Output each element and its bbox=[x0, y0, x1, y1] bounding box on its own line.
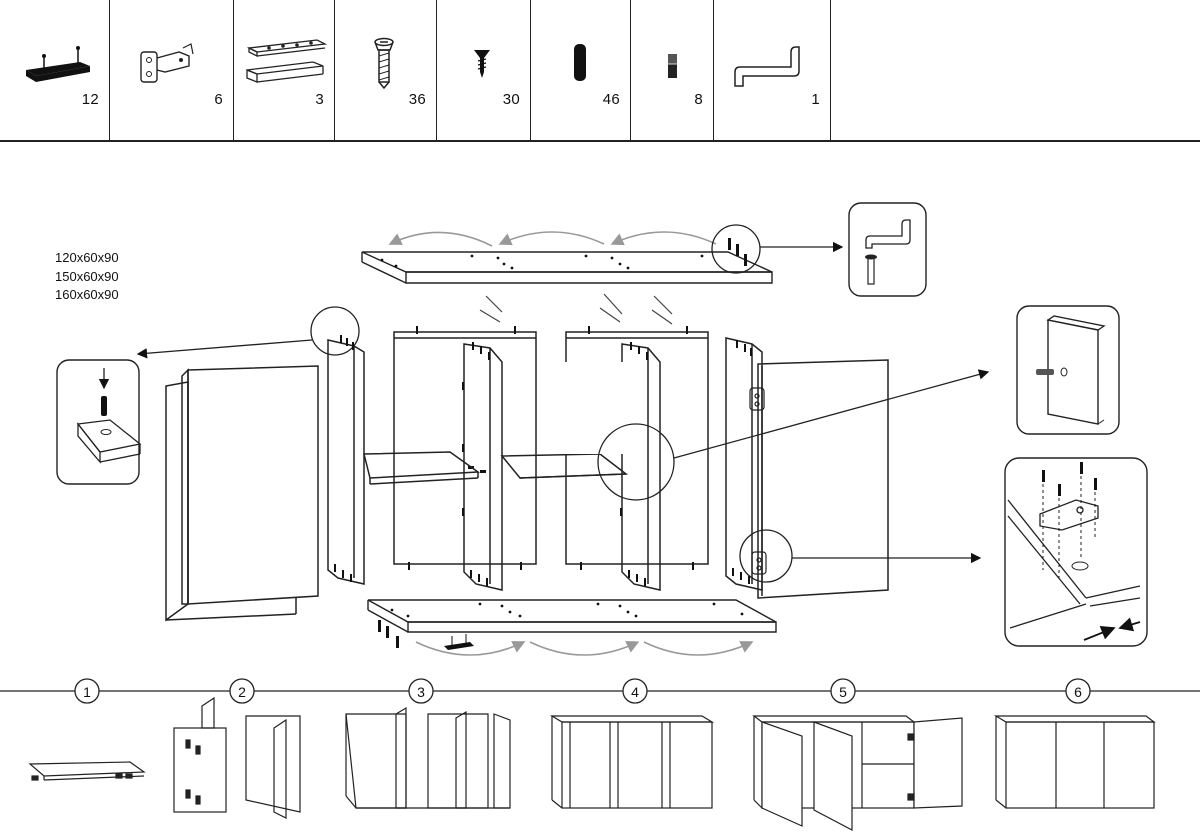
left-side-dowels bbox=[334, 335, 354, 582]
bottom-panel-arrows bbox=[415, 641, 754, 656]
detail-box-cam-bolt bbox=[1016, 305, 1120, 435]
wooden-dowel-icon bbox=[101, 396, 107, 416]
step-6-illustration bbox=[993, 715, 1156, 809]
screw-icon bbox=[867, 257, 875, 285]
step-4-illustration bbox=[549, 715, 715, 809]
long-screw-icon bbox=[374, 37, 394, 90]
top-panel-arrows bbox=[388, 231, 717, 247]
allen-key-icon bbox=[865, 219, 911, 249]
bottom-panel bbox=[367, 599, 777, 633]
size-variant: 120x60x90 bbox=[55, 250, 119, 265]
hardware-count: 46 bbox=[602, 91, 620, 108]
bottom-panel-holes bbox=[390, 602, 744, 618]
step-number: 4 bbox=[631, 684, 639, 700]
shelf-right bbox=[500, 453, 629, 479]
top-panel-holes bbox=[380, 254, 704, 270]
hardware-cell-dowel-plate: 12 bbox=[0, 0, 110, 140]
screw-icon bbox=[728, 238, 747, 266]
middle-partition-left bbox=[393, 331, 537, 591]
connector-bars bbox=[479, 293, 673, 325]
step-number: 5 bbox=[839, 684, 847, 700]
dowel-plate-icon bbox=[444, 634, 474, 650]
short-screw-icon bbox=[474, 50, 490, 78]
hinge-icon bbox=[749, 387, 767, 575]
hinge-icon bbox=[1039, 499, 1099, 531]
connector-bar-icon bbox=[246, 39, 328, 83]
detail-callout-dowel bbox=[310, 306, 360, 356]
back-panel bbox=[165, 365, 319, 622]
cam-bolt-icon bbox=[1036, 369, 1054, 375]
left-side-panel bbox=[327, 339, 365, 585]
detail-callout-hinge bbox=[739, 529, 793, 583]
cam-bolt-icon bbox=[668, 54, 677, 78]
size-variant: 150x60x90 bbox=[55, 268, 119, 284]
detail-callout-screw bbox=[711, 224, 761, 274]
step-1-illustration bbox=[28, 761, 146, 781]
strip-divider bbox=[0, 140, 1200, 142]
hardware-count: 3 bbox=[315, 91, 324, 108]
door-panel bbox=[757, 359, 889, 599]
screw-icon bbox=[378, 620, 399, 648]
step-2-illustration bbox=[173, 696, 301, 819]
hardware-cell-connector-bar: 3 bbox=[233, 0, 335, 140]
hardware-cell-hinge: 6 bbox=[109, 0, 234, 140]
step-number: 2 bbox=[238, 684, 246, 700]
detail-box-allen-key bbox=[848, 202, 927, 297]
size-variant: 160x60x90 bbox=[55, 287, 119, 302]
size-variants: 120x60x90 150x60x90 160x60x90 bbox=[55, 249, 119, 305]
hardware-cell-long-screw: 36 bbox=[334, 0, 437, 140]
step-circles bbox=[74, 678, 1091, 704]
step-3-illustration bbox=[345, 706, 511, 809]
detail-box-dowel bbox=[56, 359, 142, 485]
screw-icon bbox=[1042, 462, 1097, 496]
right-side-dowels bbox=[732, 340, 752, 584]
step-5-illustration bbox=[752, 715, 963, 831]
hardware-cell-cam-bolt: 8 bbox=[630, 0, 714, 140]
top-panel bbox=[361, 251, 773, 284]
step-number: 1 bbox=[83, 684, 91, 700]
detail-box-hinge-mount bbox=[1004, 457, 1148, 647]
wooden-dowel-icon bbox=[574, 44, 586, 81]
detail-callout-cam-bolt bbox=[597, 423, 675, 501]
hardware-count: 8 bbox=[694, 91, 703, 108]
shelf-left bbox=[363, 451, 481, 485]
hardware-cell-wooden-dowel: 46 bbox=[530, 0, 631, 140]
step-number: 3 bbox=[417, 684, 425, 700]
partition-mask bbox=[558, 362, 644, 454]
hinge-icon bbox=[140, 43, 194, 83]
allen-key-icon bbox=[734, 46, 800, 87]
middle-partition-right bbox=[565, 331, 709, 591]
hardware-strip: 12 6 3 bbox=[0, 0, 1200, 142]
hardware-cell-allen-key: 1 bbox=[713, 0, 831, 140]
hardware-count: 36 bbox=[408, 91, 426, 108]
dowel-plate-icon bbox=[26, 46, 90, 82]
step-number: 6 bbox=[1074, 684, 1082, 700]
hardware-cell-short-screw: 30 bbox=[436, 0, 531, 140]
hardware-count: 30 bbox=[502, 91, 520, 108]
hardware-count: 6 bbox=[214, 91, 223, 108]
hardware-count: 12 bbox=[81, 91, 99, 108]
hardware-count: 1 bbox=[811, 91, 820, 108]
